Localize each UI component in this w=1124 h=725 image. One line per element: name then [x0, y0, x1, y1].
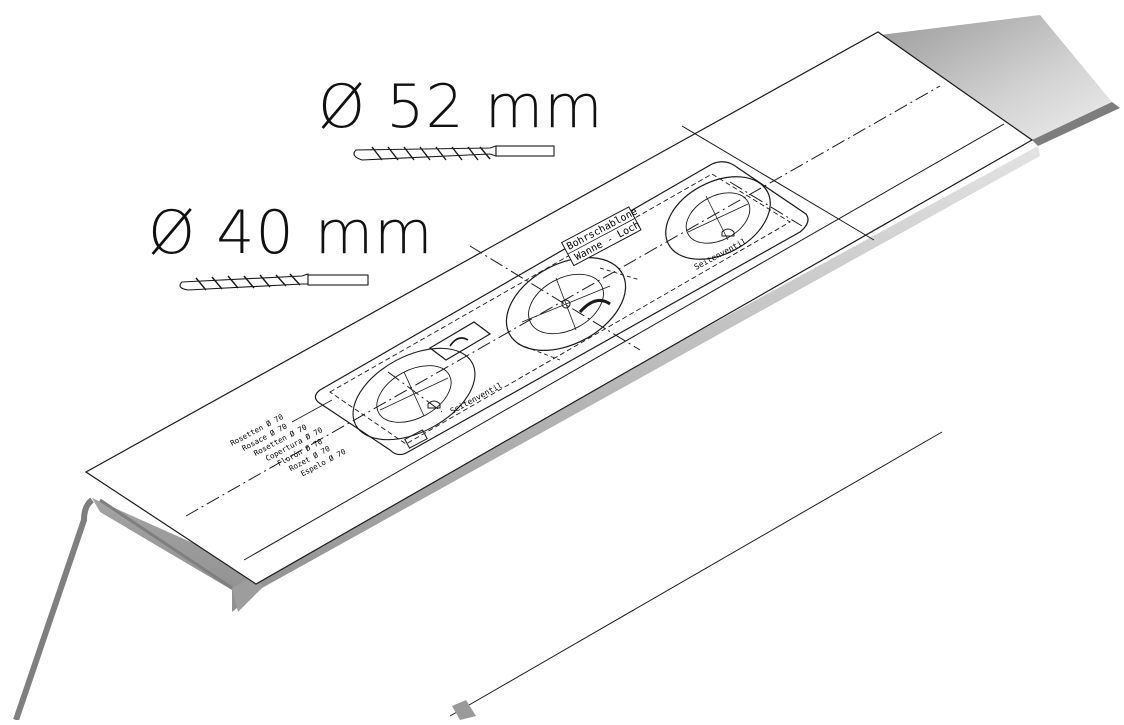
centerline-cross-3	[387, 371, 443, 413]
hole-right-axis-1	[687, 203, 749, 233]
overflow-icon-box	[428, 321, 492, 361]
drill-bit-40	[179, 273, 369, 291]
tub-left-edge	[13, 497, 94, 721]
tub-inner-line	[449, 431, 943, 717]
hole-middle-center	[561, 299, 571, 309]
valve-symbol-left	[427, 400, 441, 409]
icon-box-arrow	[449, 337, 469, 347]
rosette-leader	[291, 399, 333, 423]
drilling-template-sheet: Bohrschablone Wanne - Loch Seitenventil …	[84, 31, 1034, 585]
hole-right	[665, 176, 771, 260]
hole-middle-axis-2	[555, 277, 577, 331]
drill-size-label-40: Ø 40 mm	[148, 198, 434, 268]
hole-left-inner	[376, 365, 452, 423]
icon-box-frame	[428, 321, 492, 361]
rim-back-face	[880, 15, 1112, 140]
title-box-divider	[567, 218, 636, 255]
tub-inner-shade	[452, 700, 476, 720]
sheet-inner-edge	[243, 123, 1005, 561]
hole-middle-inner	[528, 273, 604, 335]
sheet-fold-1	[681, 125, 875, 241]
hole-middle-dash-edges	[517, 267, 641, 361]
hole-left	[352, 347, 476, 441]
hole-right-outer	[665, 176, 771, 260]
hole-left-outer	[352, 347, 476, 441]
hole-left-axis-2	[403, 371, 425, 417]
drill-52-shank	[495, 145, 555, 157]
rim-back-edge	[1032, 102, 1120, 146]
hole-right-axis-2	[705, 195, 729, 241]
drill-bit-52	[353, 145, 555, 161]
drill-52-flutes	[371, 146, 491, 161]
hole-middle-outer	[505, 257, 627, 351]
rim-lower-line	[99, 498, 233, 590]
valve-symbol-right	[721, 228, 735, 237]
drill-40-shank	[307, 274, 369, 286]
template-outline	[314, 161, 809, 456]
sheet-outline	[84, 31, 1034, 585]
overflow-arrow	[578, 298, 611, 314]
drill-size-label-52: Ø 52 mm	[318, 72, 604, 142]
tub-rim	[13, 15, 1120, 721]
hole-middle	[505, 257, 641, 361]
drill-40-flutes	[195, 273, 301, 291]
centerline-cross-2	[729, 181, 803, 227]
centerline-cross-1	[469, 245, 641, 351]
template-dashed-inner	[329, 173, 791, 445]
small-stamp	[404, 429, 428, 449]
